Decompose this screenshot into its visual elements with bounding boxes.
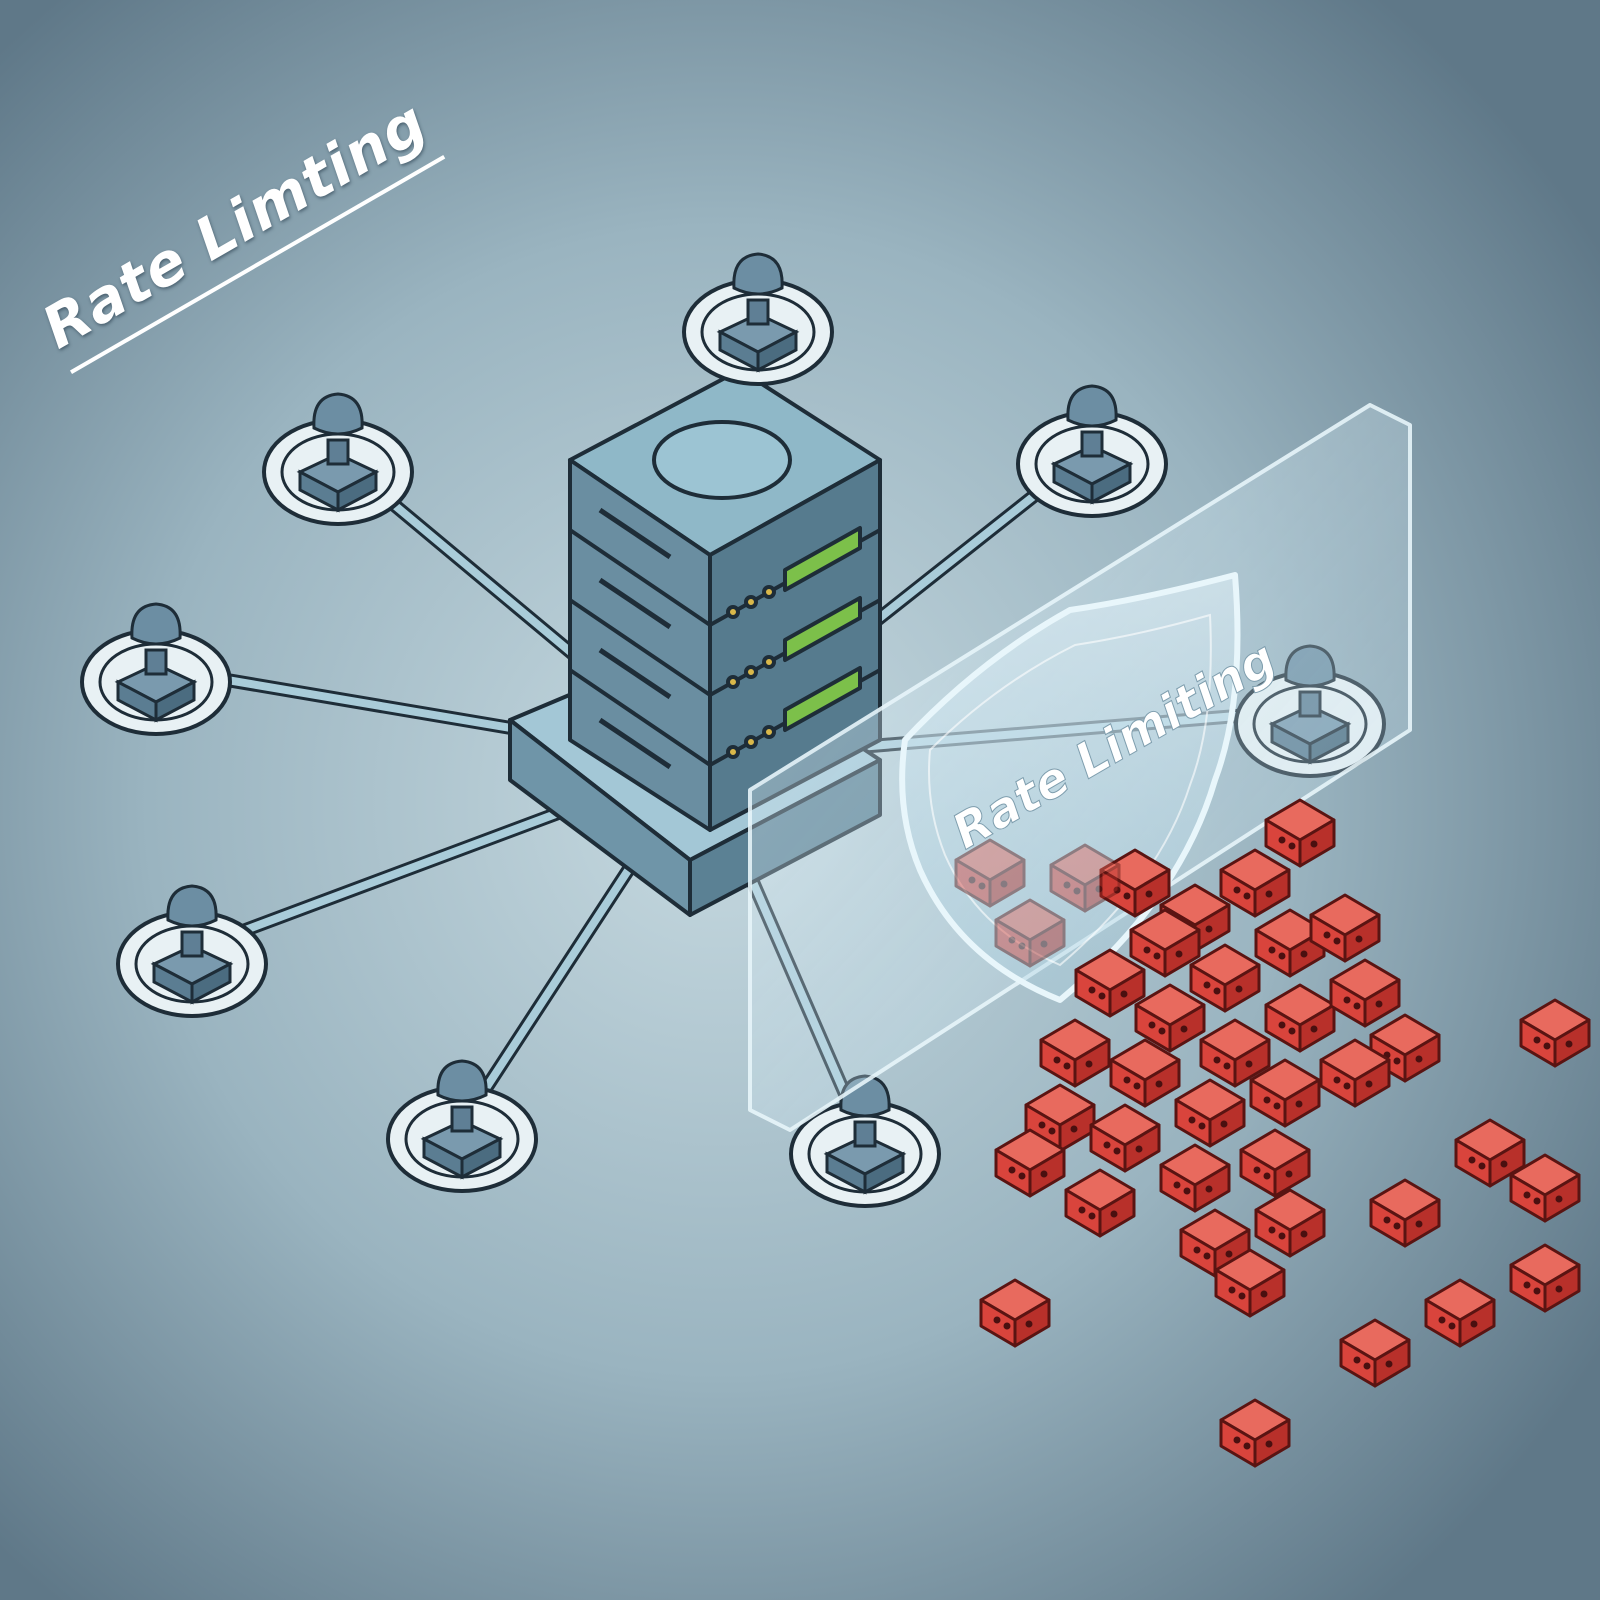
request-block-icon bbox=[1039, 1018, 1111, 1088]
request-block-icon bbox=[1329, 958, 1401, 1028]
request-block-icon bbox=[1509, 1243, 1581, 1313]
request-block-icon bbox=[1219, 1398, 1291, 1468]
request-block-icon bbox=[1369, 1013, 1441, 1083]
request-block-icon bbox=[1024, 1083, 1096, 1153]
request-block-icon bbox=[1134, 983, 1206, 1053]
request-block-icon bbox=[1074, 948, 1146, 1018]
request-block-icon bbox=[1264, 983, 1336, 1053]
request-block-icon bbox=[1309, 893, 1381, 963]
request-block-icon bbox=[1174, 1078, 1246, 1148]
request-block-icon bbox=[1129, 908, 1201, 978]
request-block-icon bbox=[1264, 798, 1336, 868]
request-block-icon bbox=[1249, 1058, 1321, 1128]
user-pin-icon bbox=[789, 1074, 941, 1208]
request-block-icon bbox=[1254, 1188, 1326, 1258]
request-block-icon bbox=[979, 1278, 1051, 1348]
request-block-icon bbox=[1424, 1278, 1496, 1348]
request-block-icon bbox=[1214, 1248, 1286, 1318]
request-block-icon bbox=[1064, 1168, 1136, 1238]
user-pin-icon bbox=[262, 392, 414, 526]
request-block-icon bbox=[1089, 1103, 1161, 1173]
user-pin-icon bbox=[116, 884, 268, 1018]
request-block-icon bbox=[954, 838, 1026, 908]
user-pin-icon bbox=[386, 1059, 538, 1193]
request-block-icon bbox=[1049, 843, 1121, 913]
request-block-icon bbox=[1509, 1153, 1581, 1223]
user-pin-icon bbox=[80, 602, 232, 736]
request-block-icon bbox=[1099, 848, 1171, 918]
request-block-icon bbox=[1369, 1178, 1441, 1248]
request-block-icon bbox=[1454, 1118, 1526, 1188]
rate-limit-barrier: Rate Limiting bbox=[748, 403, 1412, 1132]
request-block-icon bbox=[1339, 1318, 1411, 1388]
request-block-icon bbox=[1159, 1143, 1231, 1213]
request-block-icon bbox=[1199, 1018, 1271, 1088]
request-block-icon bbox=[1519, 998, 1591, 1068]
request-block-icon bbox=[1239, 1128, 1311, 1198]
request-block-icon bbox=[1219, 848, 1291, 918]
request-block-icon bbox=[1319, 1038, 1391, 1108]
request-block-icon bbox=[994, 898, 1066, 968]
user-pin-icon bbox=[682, 252, 834, 386]
server-rack-icon bbox=[568, 368, 882, 832]
blocked-requests bbox=[954, 798, 1591, 1468]
request-block-icon bbox=[1189, 943, 1261, 1013]
request-block-icon bbox=[994, 1128, 1066, 1198]
user-pin-icon bbox=[1016, 384, 1168, 518]
request-block-icon bbox=[1109, 1038, 1181, 1108]
